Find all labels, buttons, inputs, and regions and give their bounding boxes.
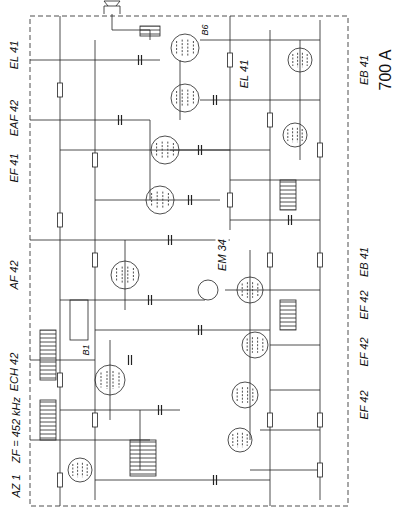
capacitor-symbol — [289, 215, 292, 225]
note: ZF = 452 kHz — [10, 395, 23, 465]
coil-can — [280, 180, 296, 210]
capacitor-symbol — [169, 235, 172, 245]
tube-symbol — [95, 365, 125, 395]
tube-label: EF 42 — [358, 288, 371, 321]
part-label: B1 — [81, 342, 92, 357]
capacitor-symbol — [119, 115, 122, 125]
tube-symbol — [283, 123, 307, 147]
capacitor-symbol — [214, 95, 217, 105]
model-number: 700 A — [377, 48, 395, 93]
tube-symbol — [151, 136, 179, 164]
electrode — [101, 371, 119, 389]
capacitor-symbol — [129, 355, 132, 365]
part-label: B6 — [200, 22, 211, 37]
resistor-symbol — [318, 463, 323, 477]
tuning-eye-symbol — [198, 280, 218, 300]
capacitor-symbol — [149, 295, 152, 305]
tube-label: EF 42 — [358, 335, 371, 368]
tube-symbol — [146, 186, 174, 214]
electrode — [242, 282, 258, 298]
resistor-symbol — [228, 193, 233, 207]
electrode — [293, 53, 307, 67]
coil-can — [70, 300, 88, 340]
resistor-symbol — [268, 413, 273, 427]
transformer-symbol — [130, 440, 156, 476]
tube-label: EF 41 — [8, 151, 21, 184]
capacitor-symbol — [214, 475, 217, 485]
electrode — [247, 337, 263, 353]
resistor-symbol — [58, 473, 63, 487]
electrode — [157, 142, 174, 159]
tube-symbol — [232, 382, 258, 408]
resistor-symbol — [268, 113, 273, 127]
tube-symbol — [171, 84, 199, 112]
resistor-symbol — [318, 413, 323, 427]
tube-label: EF 42 — [358, 388, 371, 421]
tube-label: EL 41 — [8, 39, 21, 72]
electrode — [177, 90, 194, 107]
capacitor-symbol — [189, 195, 192, 205]
wiring — [30, 1, 348, 506]
tube-label: EB 41 — [358, 245, 371, 279]
tube-symbol — [288, 48, 312, 72]
resistor-symbol — [318, 253, 323, 267]
coil-can — [280, 300, 296, 330]
electrode — [288, 128, 302, 142]
tube-symbol — [111, 261, 139, 289]
electrode — [73, 463, 87, 477]
tube-label: ECH 42 — [8, 351, 21, 394]
chassis-outline — [30, 16, 348, 506]
tube-label: AF 42 — [8, 258, 21, 291]
electrode — [177, 40, 194, 57]
resistor-symbol — [58, 83, 63, 97]
electrode — [117, 267, 134, 284]
resistor-symbol — [228, 53, 233, 67]
electrode — [233, 433, 247, 447]
transformer-symbol — [140, 26, 160, 36]
coil-can — [40, 400, 56, 440]
capacitor-symbol — [139, 55, 142, 65]
tube-label: AZ 1 — [10, 472, 23, 499]
resistor-symbol — [93, 153, 98, 167]
electrode — [152, 192, 169, 209]
tube-symbol — [237, 277, 263, 303]
resistor-symbol — [268, 253, 273, 267]
tube-symbol — [228, 428, 252, 452]
coil-can — [40, 330, 56, 380]
resistor-symbol — [318, 143, 323, 157]
capacitor-symbol — [199, 145, 202, 155]
tube-label: EM 34 — [216, 237, 229, 273]
tube-symbol — [68, 458, 92, 482]
tube-symbol — [171, 34, 199, 62]
capacitor-symbol — [199, 325, 202, 335]
tube-symbol — [242, 332, 268, 358]
resistor-symbol — [58, 213, 63, 227]
speaker-symbol — [104, 1, 120, 14]
tube-label: EB 41 — [358, 53, 371, 87]
resistor-symbol — [93, 253, 98, 267]
tube-label: EL 41 — [238, 58, 251, 91]
electrode — [237, 387, 253, 403]
capacitor-symbol — [159, 405, 162, 415]
resistor-symbol — [58, 373, 63, 387]
resistor-symbol — [93, 413, 98, 427]
tube-label: EAF 42 — [8, 98, 21, 139]
